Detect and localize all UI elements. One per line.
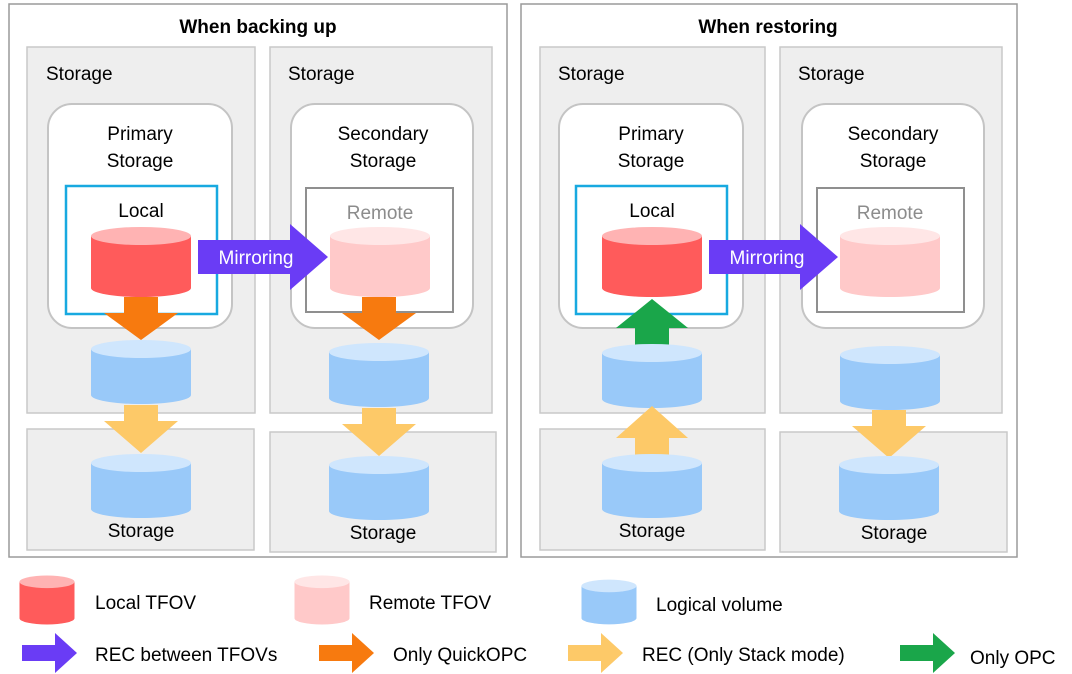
quickopc-arrow-secondary xyxy=(342,297,416,340)
legend-logical-volume-label: Logical volume xyxy=(656,595,783,616)
legend-local-tfov-label: Local TFOV xyxy=(95,593,196,614)
logical-volume-bottom-right xyxy=(329,456,429,520)
bottom-storage-label-right: Storage xyxy=(861,523,928,544)
stack-arrow-down xyxy=(852,410,926,458)
legend-only-quickopc-label: Only QuickOPC xyxy=(393,645,527,666)
legend-rec-between-label: REC between TFOVs xyxy=(95,645,277,666)
panel-backing-up: When backing up Storage Storage Primary … xyxy=(8,3,508,558)
legend-quickopc-arrow-icon xyxy=(319,633,374,673)
mirroring-label: Mirroring xyxy=(219,248,294,269)
secondary-label: Secondary xyxy=(848,124,939,145)
logical-volume-bottom-right xyxy=(839,456,939,520)
local-tfov-cylinder xyxy=(602,227,702,297)
primary-storage-label: Storage xyxy=(107,151,174,172)
logical-volume-secondary xyxy=(840,346,940,410)
logical-volume-primary xyxy=(602,344,702,408)
legend-remote-tfov-label: Remote TFOV xyxy=(369,593,491,614)
primary-storage-label: Storage xyxy=(618,151,685,172)
logical-volume-primary xyxy=(91,340,191,404)
secondary-storage-label: Storage xyxy=(860,151,927,172)
legend-opc-arrow-icon xyxy=(900,633,955,673)
storage-label-right: Storage xyxy=(288,64,355,85)
storage-label-left: Storage xyxy=(558,64,625,85)
local-label: Local xyxy=(118,201,163,222)
remote-tfov-cylinder xyxy=(330,227,430,297)
local-tfov-cylinder xyxy=(91,227,191,297)
logical-volume-bottom-left xyxy=(602,454,702,518)
storage-label-right: Storage xyxy=(798,64,865,85)
mirroring-label: Mirroring xyxy=(730,248,805,269)
legend-stack-arrow-icon xyxy=(568,633,623,673)
stack-arrow-up xyxy=(616,406,688,458)
panel-restoring: When restoring Storage Storage Primary S… xyxy=(520,3,1018,558)
legend-logical-volume-icon xyxy=(581,579,637,625)
primary-label: Primary xyxy=(107,124,173,145)
remote-label: Remote xyxy=(347,203,414,224)
panel-title-restore: When restoring xyxy=(698,17,837,38)
secondary-label: Secondary xyxy=(338,124,429,145)
panel-title-backup: When backing up xyxy=(179,17,336,38)
mirroring-arrow xyxy=(198,224,328,290)
quickopc-arrow-primary xyxy=(104,297,178,340)
legend-rec-stack-label: REC (Only Stack mode) xyxy=(642,645,845,666)
legend-local-tfov-icon xyxy=(19,575,75,625)
legend-remote-tfov-icon xyxy=(294,575,350,625)
legend: Local TFOV Remote TFOV Logical volume RE… xyxy=(19,575,1056,673)
bottom-storage-label-left: Storage xyxy=(108,521,175,542)
secondary-storage-label: Storage xyxy=(350,151,417,172)
mirroring-arrow xyxy=(709,224,838,290)
bottom-storage-label-right: Storage xyxy=(350,523,417,544)
legend-rec-arrow-icon xyxy=(22,633,77,673)
stack-arrow-right xyxy=(342,408,416,456)
logical-volume-bottom-left xyxy=(91,454,191,518)
remote-label: Remote xyxy=(857,203,924,224)
remote-tfov-cylinder xyxy=(840,227,940,297)
bottom-storage-label-left: Storage xyxy=(619,521,686,542)
primary-label: Primary xyxy=(618,124,684,145)
stack-arrow-left xyxy=(104,405,178,453)
legend-only-opc-label: Only OPC xyxy=(970,648,1056,669)
opc-arrow-up xyxy=(616,299,688,348)
logical-volume-secondary xyxy=(329,343,429,407)
local-label: Local xyxy=(629,201,674,222)
storage-label-left: Storage xyxy=(46,64,113,85)
